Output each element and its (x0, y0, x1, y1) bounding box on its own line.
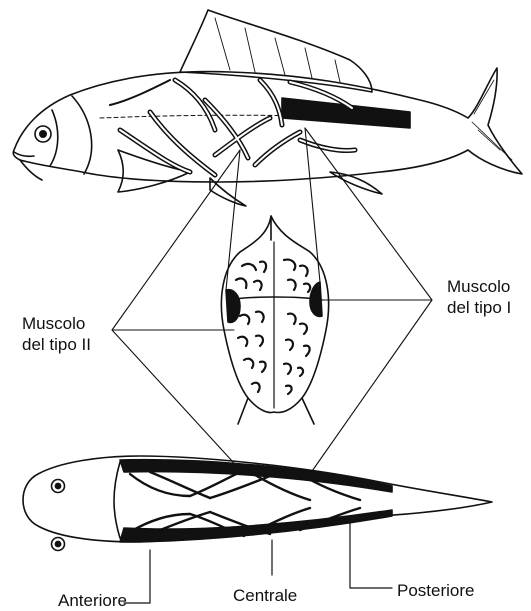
label-anterior: Anteriore (58, 590, 127, 611)
label-muscle-type-2: Muscolo del tipo II (22, 313, 91, 355)
label-type1-line2: del tipo I (447, 297, 511, 318)
label-muscle-type-1: Muscolo del tipo I (447, 276, 511, 318)
red-muscle-right (310, 282, 322, 316)
cross-section (221, 216, 328, 424)
gill-cover (72, 96, 92, 174)
label-type2-line1: Muscolo (22, 313, 91, 334)
label-central: Centrale (233, 585, 297, 606)
pectoral-fin (118, 150, 190, 192)
side-view-fish (13, 10, 522, 206)
dorsal-fin (180, 10, 372, 92)
top-view-fish (23, 456, 492, 551)
top-red-muscle-lower (120, 510, 392, 542)
label-posterior: Posteriore (397, 580, 474, 601)
red-muscle-left (226, 290, 240, 323)
label-type1-line1: Muscolo (447, 276, 511, 297)
label-type2-line2: del tipo II (22, 334, 91, 355)
